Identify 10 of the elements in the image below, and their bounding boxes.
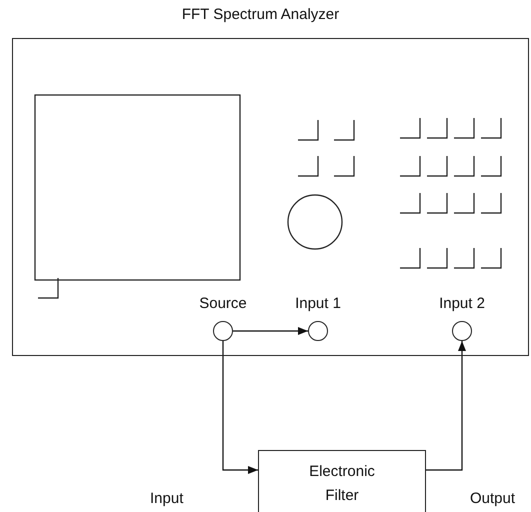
filter-box: Electronic Filter xyxy=(258,450,426,512)
arrow xyxy=(233,327,308,335)
arrow xyxy=(426,341,466,471)
device-title: FFT Spectrum Analyzer xyxy=(180,6,340,23)
port-label: Input 2 xyxy=(438,295,486,312)
port-label: Output xyxy=(470,490,516,507)
port-label: Source xyxy=(198,295,248,312)
arrow xyxy=(222,341,258,474)
port-label: Input xyxy=(150,490,184,507)
port-label: Input 1 xyxy=(294,295,342,312)
